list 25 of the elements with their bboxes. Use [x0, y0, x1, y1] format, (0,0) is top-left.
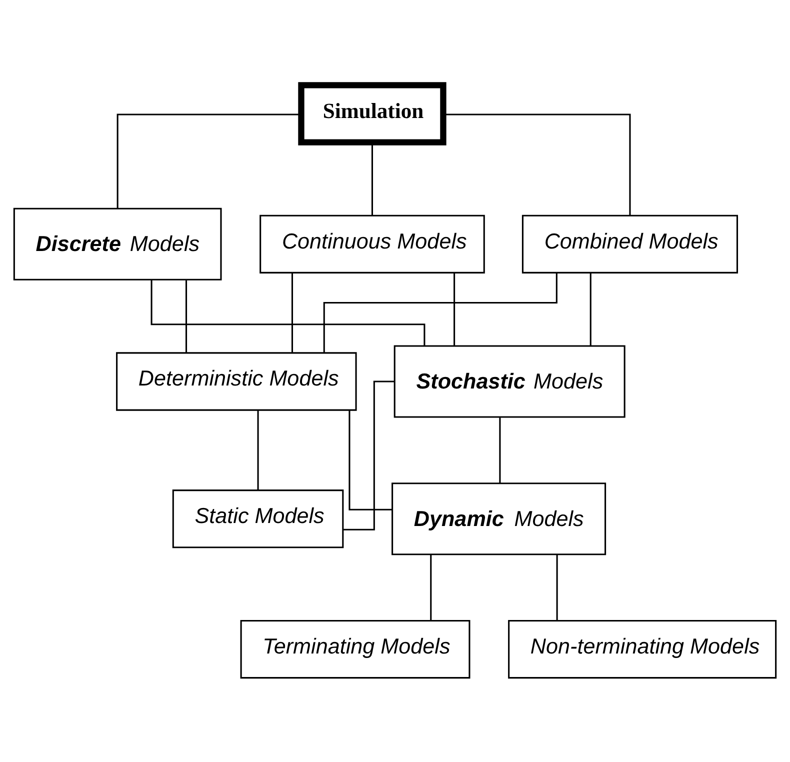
connector — [291, 272, 294, 352]
connector — [116, 113, 301, 208]
node-box: Stochastic Models — [394, 344, 626, 418]
connector — [454, 272, 456, 346]
node-box: Dynamic Models — [392, 482, 606, 555]
connector — [150, 280, 426, 346]
connector — [590, 272, 592, 346]
node-box: Non-terminating Models — [508, 619, 777, 678]
connector — [443, 113, 631, 215]
connector — [185, 280, 188, 352]
node-box: Continuous Models — [260, 214, 485, 273]
connector — [556, 554, 558, 620]
connector — [348, 410, 392, 510]
node-box: Deterministic Models — [116, 352, 357, 410]
connector — [257, 410, 259, 490]
connector — [499, 417, 501, 482]
node-box: Combined Models — [522, 214, 738, 273]
node-box: Terminating Models — [240, 619, 470, 678]
connector — [343, 380, 394, 530]
node-box: Simulation — [298, 82, 446, 145]
connector — [323, 272, 558, 352]
node-box: Discrete Models — [13, 207, 222, 280]
connector — [371, 142, 373, 215]
connector — [430, 554, 432, 620]
node-box: Static Models — [172, 489, 344, 548]
